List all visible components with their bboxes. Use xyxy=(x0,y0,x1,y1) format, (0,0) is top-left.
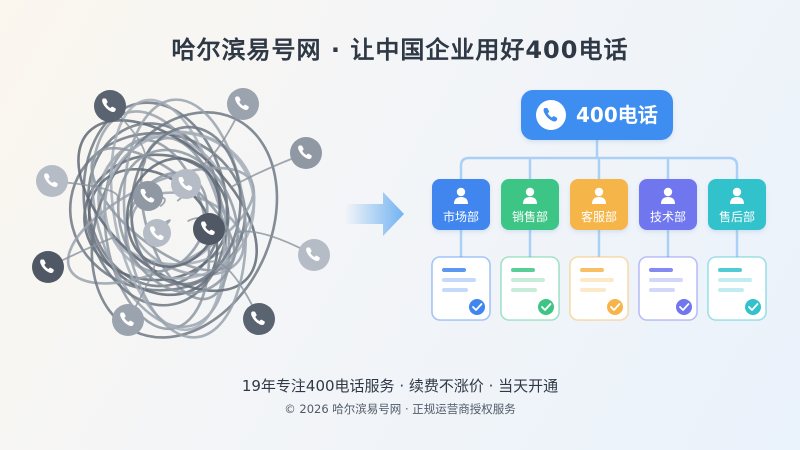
tangle-loop xyxy=(103,131,256,280)
phone-icon xyxy=(536,100,566,130)
department-card xyxy=(707,256,767,321)
check-icon xyxy=(676,299,692,315)
phone-icon xyxy=(171,169,201,199)
phone-icon xyxy=(143,219,171,247)
phone-icon xyxy=(36,165,68,197)
phone-icon xyxy=(94,90,126,122)
check-icon xyxy=(469,299,485,315)
department-label: 市场部 xyxy=(443,209,479,224)
page-title: 哈尔滨易号网 · 让中国企业用好400电话 xyxy=(171,36,629,64)
phone-icon xyxy=(290,137,322,169)
department-label: 销售部 xyxy=(512,209,548,224)
person-icon xyxy=(523,187,537,204)
phone-icon xyxy=(193,213,225,245)
person-icon xyxy=(661,187,675,204)
tangle-loop xyxy=(130,191,245,277)
department-node: 销售部 xyxy=(501,179,559,230)
person-icon xyxy=(730,187,744,204)
department-card xyxy=(500,256,560,321)
department-node: 技术部 xyxy=(639,179,697,230)
tangle-loop xyxy=(122,98,248,339)
check-icon xyxy=(745,299,761,315)
tangle-loop xyxy=(77,118,258,293)
tangled-phone-icons xyxy=(32,88,330,336)
tagline: 19年专注400电话服务 · 续费不涨价 · 当天开通 xyxy=(241,377,559,395)
department-cards xyxy=(431,256,767,321)
copyright: © 2026 哈尔滨易号网 · 正规运营商授权服务 xyxy=(284,402,516,416)
tangle-loop xyxy=(116,148,239,295)
phone-icon xyxy=(112,304,144,336)
phone-icon xyxy=(32,251,64,283)
root-node-400: 400电话 xyxy=(521,90,673,140)
department-card xyxy=(431,256,491,321)
department-label: 客服部 xyxy=(581,209,617,224)
tangled-phone-lines xyxy=(47,98,315,339)
phone-icon xyxy=(133,181,163,211)
person-icon xyxy=(592,187,606,204)
person-icon xyxy=(454,187,468,204)
phone-icon xyxy=(298,239,330,271)
transition-arrow-icon xyxy=(345,192,404,236)
root-label: 400电话 xyxy=(576,103,658,127)
org-connectors xyxy=(459,140,739,257)
department-label: 技术部 xyxy=(650,209,686,224)
phone-icon xyxy=(227,88,259,120)
tangle-loop xyxy=(129,125,242,286)
department-label: 售后部 xyxy=(719,209,755,224)
phone-icon xyxy=(243,303,275,335)
department-card xyxy=(638,256,698,321)
check-icon xyxy=(607,299,623,315)
department-node: 市场部 xyxy=(432,179,490,230)
check-icon xyxy=(538,299,554,315)
department-node: 售后部 xyxy=(708,179,766,230)
department-card xyxy=(569,256,629,321)
department-nodes: 市场部 销售部 客服部 技术部 售后部 xyxy=(432,179,766,230)
department-node: 客服部 xyxy=(570,179,628,230)
